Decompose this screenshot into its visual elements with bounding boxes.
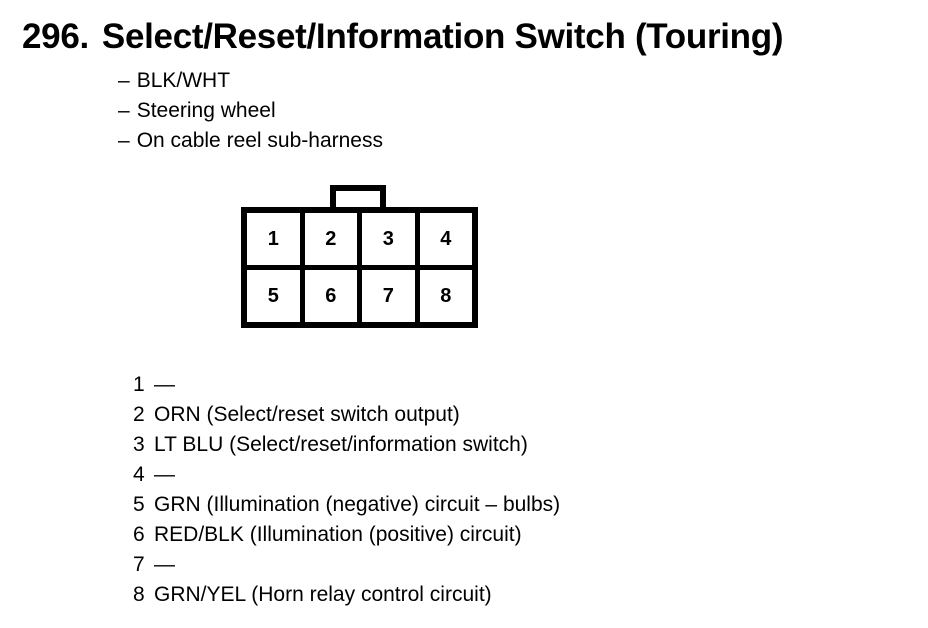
en-dash-bullet-icon: –: [118, 99, 130, 122]
legend-row: 4—: [133, 460, 560, 490]
pin-cell-3: 3: [362, 213, 420, 265]
legend-pin-number: 1: [133, 373, 145, 396]
pin-cell-7: 7: [362, 270, 420, 322]
legend-pin-number: 8: [133, 583, 145, 606]
subheader-item: –Steering wheel: [118, 96, 383, 126]
legend-row: 6 RED/BLK (Illumination (positive) circui…: [133, 520, 560, 550]
legend-row: 2 ORN (Select/reset switch output): [133, 400, 560, 430]
subheader-item-label: BLK/WHT: [136, 69, 231, 92]
legend-pin-description: —: [154, 373, 175, 396]
pin-cell-6: 6: [304, 270, 362, 322]
connector-latch-tab-icon: [330, 185, 386, 207]
subheader-item: –On cable reel sub-harness: [118, 126, 383, 156]
connector-diagram: 1 2 3 4 5 6 7 8: [241, 185, 478, 328]
legend-pin-number: 6: [133, 523, 145, 546]
page-title: 296. Select/Reset/Information Switch (Tou…: [22, 16, 784, 58]
connector-body: 1 2 3 4 5 6 7 8: [241, 207, 478, 328]
legend-pin-number: 7: [133, 553, 145, 576]
legend-pin-description: GRN (Illumination (negative) circuit – b…: [154, 493, 561, 516]
legend-pin-description: GRN/YEL (Horn relay control circuit): [154, 583, 492, 606]
subheader-item-label: Steering wheel: [136, 99, 276, 122]
legend-pin-description: —: [154, 553, 175, 576]
legend-row: 7—: [133, 550, 560, 580]
en-dash-bullet-icon: –: [118, 69, 130, 92]
pin-cell-4: 4: [419, 213, 472, 265]
connector-row-bottom: 5 6 7 8: [247, 270, 472, 322]
legend-pin-number: 5: [133, 493, 145, 516]
legend-pin-number: 2: [133, 403, 145, 426]
page-title-text: Select/Reset/Information Switch (Touring…: [101, 17, 784, 56]
en-dash-bullet-icon: –: [118, 129, 130, 152]
connector-row-top: 1 2 3 4: [247, 213, 472, 270]
legend-row: 1—: [133, 370, 560, 400]
subheader-list: –BLK/WHT –Steering wheel –On cable reel …: [118, 66, 383, 156]
legend-row: 3 LT BLU (Select/reset/information switch…: [133, 430, 560, 460]
pin-cell-2: 2: [304, 213, 362, 265]
legend-row: 8 GRN/YEL (Horn relay control circuit): [133, 580, 560, 610]
legend-pin-description: —: [154, 463, 175, 486]
legend-pin-number: 3: [133, 433, 145, 456]
legend-pin-description: LT BLU (Select/reset/information switch): [154, 433, 528, 456]
subheader-item-label: On cable reel sub-harness: [136, 129, 383, 152]
subheader-item: –BLK/WHT: [118, 66, 383, 96]
legend-pin-description: RED/BLK (Illumination (positive) circuit…: [154, 523, 522, 546]
legend-pin-description: ORN (Select/reset switch output): [154, 403, 460, 426]
pin-cell-8: 8: [419, 270, 472, 322]
legend-row: 5 GRN (Illumination (negative) circuit – …: [133, 490, 560, 520]
pin-cell-5: 5: [247, 270, 305, 322]
legend-pin-number: 4: [133, 463, 145, 486]
page-title-number: 296.: [22, 17, 89, 56]
pin-cell-1: 1: [247, 213, 305, 265]
